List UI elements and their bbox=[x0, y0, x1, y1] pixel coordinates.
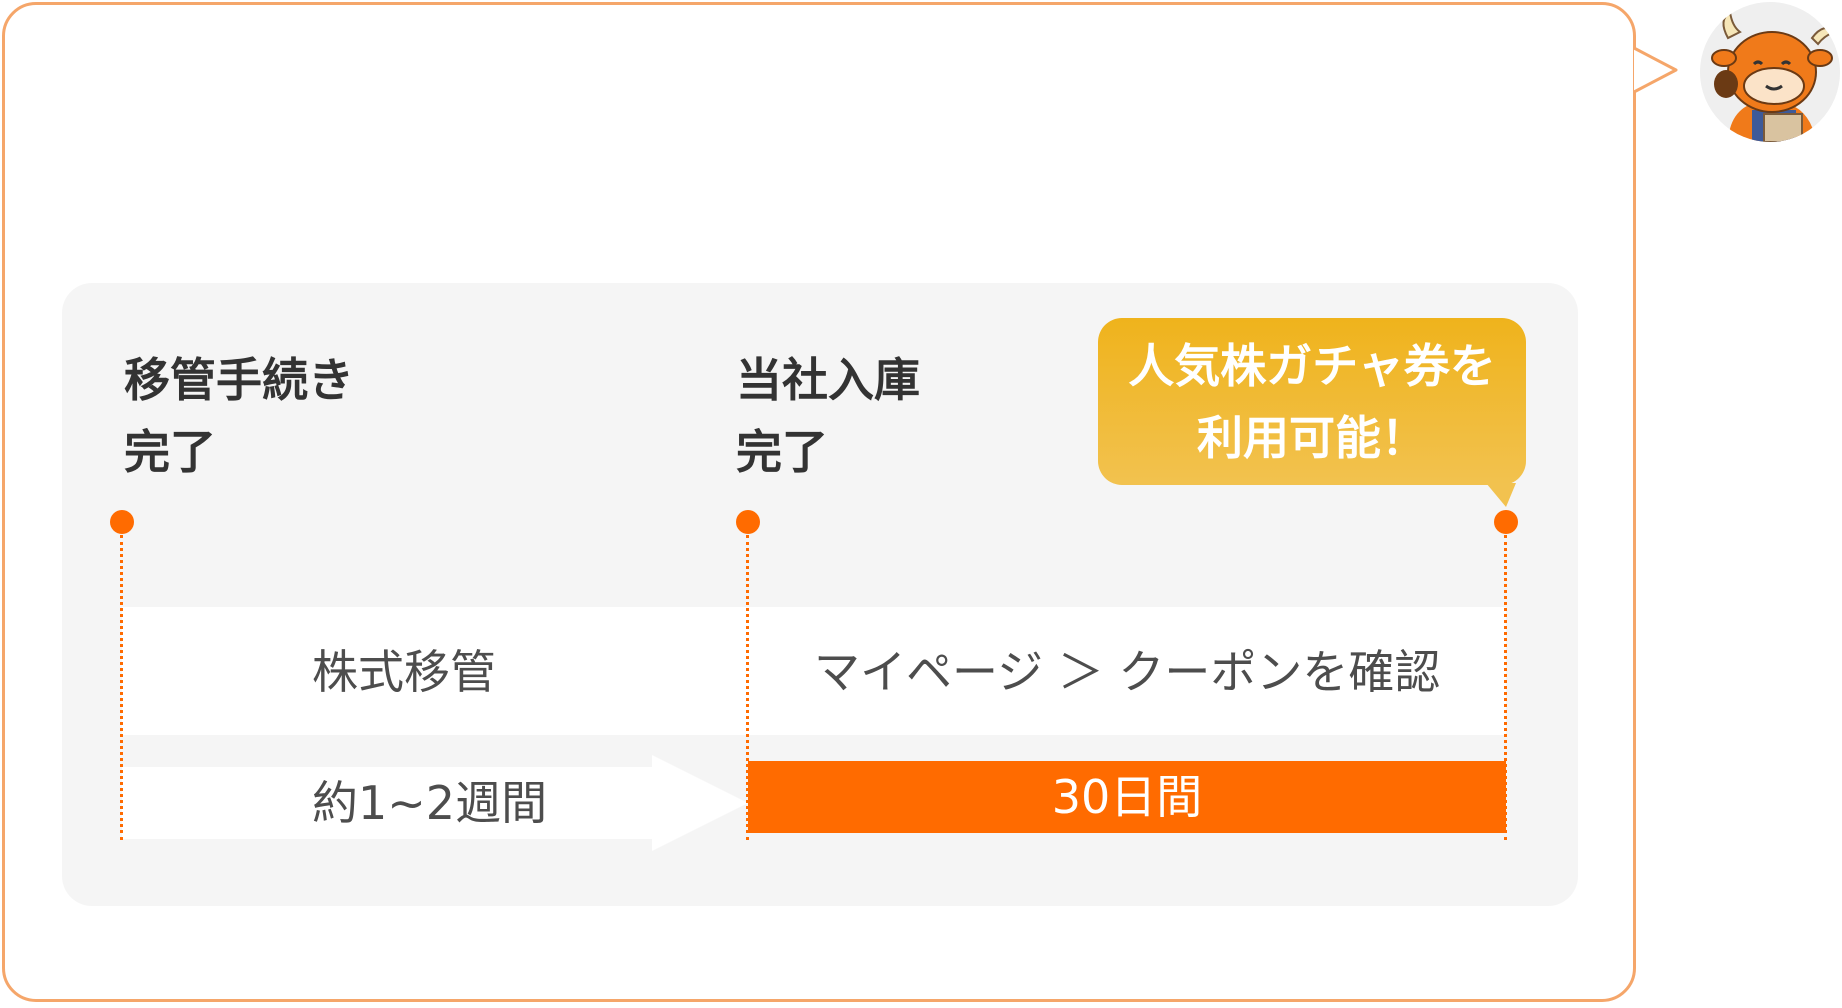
callout-line: 人気株ガチャ券を bbox=[1128, 339, 1496, 393]
step-stock-transfer: 株式移管 bbox=[312, 645, 496, 699]
milestone-label-line: 完了 bbox=[736, 425, 828, 479]
callout-line: 利用可能！ bbox=[1197, 411, 1427, 465]
milestone-label-warehouse-complete: 当社入庫 完了 bbox=[736, 344, 920, 488]
mascot-avatar bbox=[1700, 2, 1840, 142]
step-check-coupon: マイページ ＞ クーポンを確認 bbox=[814, 645, 1441, 699]
timeline-dot-middle bbox=[736, 510, 760, 534]
milestone-label-line: 完了 bbox=[124, 425, 216, 479]
timeline-line-middle bbox=[746, 535, 749, 840]
duration-arrow bbox=[122, 755, 748, 851]
coupon-period-bar: 30日間 bbox=[748, 761, 1506, 833]
timeline-dot-start bbox=[110, 510, 134, 534]
gacha-ticket-callout: 人気株ガチャ券を 利用可能！ bbox=[1098, 318, 1526, 485]
milestone-label-line: 当社入庫 bbox=[736, 353, 920, 407]
callout-tail bbox=[1486, 483, 1516, 507]
duration-transfer: 約1~2週間 bbox=[312, 776, 548, 830]
timeline-line-end bbox=[1504, 535, 1507, 840]
timeline-dot-end bbox=[1494, 510, 1518, 534]
speech-bubble-tail bbox=[1634, 46, 1678, 94]
cow-mascot-icon bbox=[1700, 2, 1840, 142]
steps-band bbox=[122, 607, 1506, 735]
milestone-label-transfer-complete: 移管手続き 完了 bbox=[124, 344, 354, 488]
timeline-line-start bbox=[120, 535, 123, 840]
milestone-label-line: 移管手続き bbox=[124, 353, 354, 407]
